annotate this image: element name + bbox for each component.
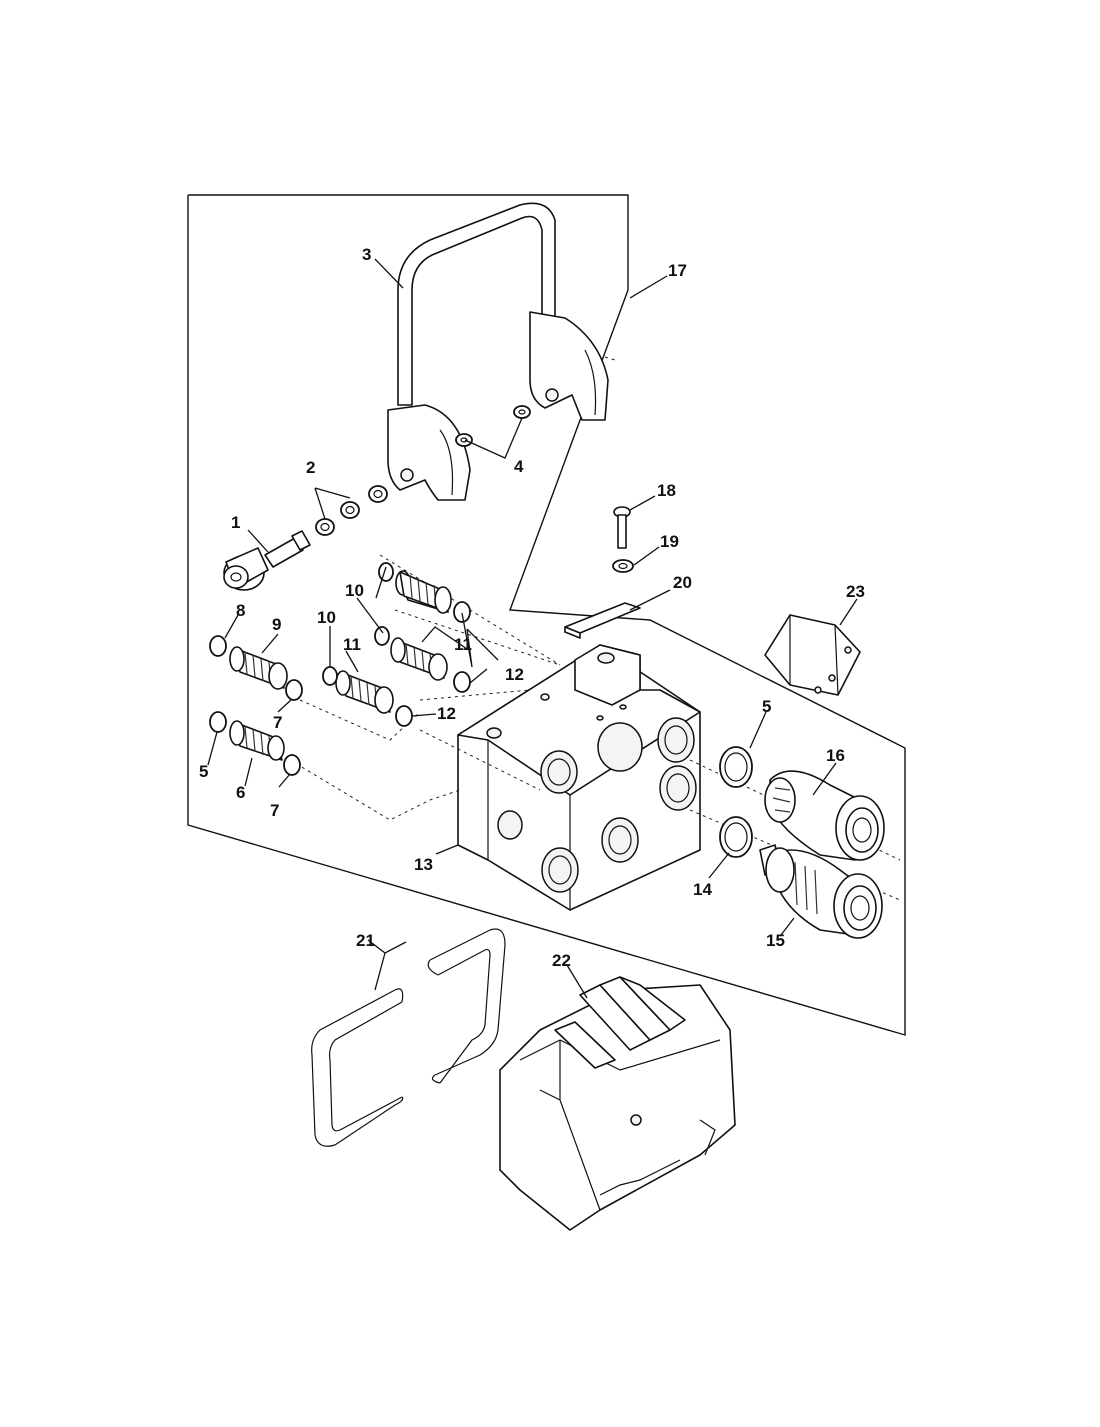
callout-18: 18 <box>657 481 676 500</box>
oring-part-12[interactable] <box>395 601 471 727</box>
washer-part-19[interactable] <box>612 559 634 573</box>
coupler-part-16[interactable] <box>764 770 885 861</box>
oring-part-7[interactable] <box>283 679 303 776</box>
callout-labels: 1 2 3 4 5 5 6 7 7 8 9 10 10 11 11 12 12 … <box>199 245 865 970</box>
callout-21: 21 <box>356 931 375 950</box>
callout-22: 22 <box>552 951 571 970</box>
handle-part-3[interactable] <box>387 202 616 501</box>
leader-lines <box>207 258 858 999</box>
callout-11: 11 <box>343 635 361 654</box>
callout-13: 13 <box>414 855 433 874</box>
cap-part-23[interactable] <box>764 614 861 696</box>
callout-4: 4 <box>514 457 524 476</box>
coupler-part-9[interactable] <box>229 646 288 690</box>
callout-23: 23 <box>846 582 865 601</box>
callout-12: 12 <box>437 704 456 723</box>
washer-part-4[interactable] <box>455 405 531 447</box>
coupler-part-6[interactable] <box>229 720 285 761</box>
callout-11: 11 <box>454 635 472 654</box>
callout-19: 19 <box>660 532 679 551</box>
valve-block-part-13[interactable] <box>457 644 701 911</box>
callout-3: 3 <box>362 245 371 264</box>
callout-14: 14 <box>693 880 712 899</box>
callout-5: 5 <box>762 697 771 716</box>
callout-5: 5 <box>199 762 208 781</box>
coupler-part-11-upper[interactable] <box>395 570 452 614</box>
coupler-part-11-lower[interactable] <box>335 670 394 714</box>
callout-12: 12 <box>505 665 524 684</box>
assembly-frame <box>187 194 906 1036</box>
callout-10: 10 <box>345 581 364 600</box>
callout-10: 10 <box>317 608 336 627</box>
callout-15: 15 <box>766 931 785 950</box>
coupler-part-11-middle[interactable] <box>390 637 448 681</box>
clip-part-21[interactable] <box>311 928 506 1147</box>
callout-9: 9 <box>272 615 281 634</box>
oring-part-5[interactable] <box>209 711 753 788</box>
cover-part-22[interactable] <box>499 976 736 1231</box>
callout-7: 7 <box>273 713 282 732</box>
oring-part-14[interactable] <box>719 816 753 858</box>
callout-6: 6 <box>236 783 245 802</box>
callout-8: 8 <box>236 601 245 620</box>
callout-7: 7 <box>270 801 279 820</box>
coupler-part-15[interactable] <box>759 844 883 939</box>
oring-part-8[interactable] <box>209 635 227 657</box>
callout-2: 2 <box>306 458 315 477</box>
callout-17: 17 <box>668 261 687 280</box>
washer-part-2[interactable] <box>315 485 388 536</box>
callout-20: 20 <box>673 573 692 592</box>
plate-part-20[interactable] <box>564 602 641 639</box>
screw-part-18[interactable] <box>613 506 631 549</box>
bolt-part-1[interactable] <box>223 530 311 591</box>
callout-1: 1 <box>231 513 240 532</box>
callout-16: 16 <box>826 746 845 765</box>
